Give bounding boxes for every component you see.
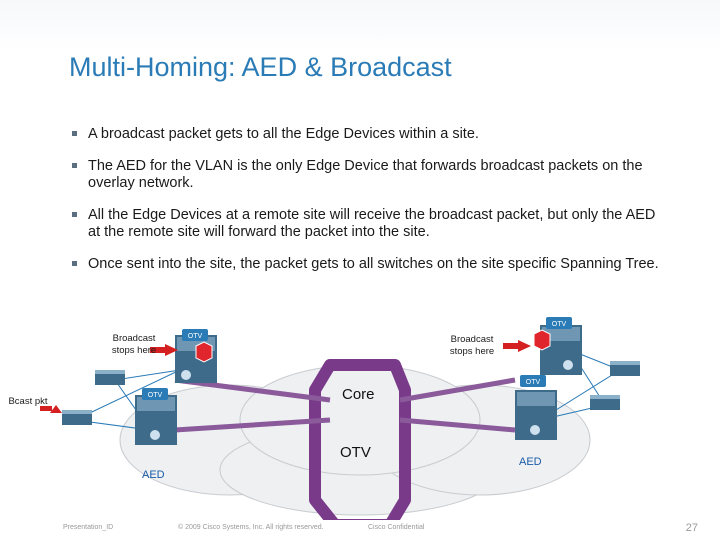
switch-icon — [590, 395, 620, 410]
broadcast-stops-label-right: Broadcast stops here — [449, 334, 495, 357]
bullet-marker-icon — [72, 261, 77, 266]
cloud-icon — [119, 364, 591, 516]
otv-tag-label: OTV — [147, 392, 163, 399]
core-label: Core — [342, 386, 375, 403]
otv-tag-label: OTV — [187, 333, 203, 340]
broadcast-arrow-icon — [40, 405, 62, 413]
bullet-item: The AED for the VLAN is the only Edge De… — [72, 158, 662, 192]
broadcast-arrow-icon — [150, 344, 178, 356]
otv-tag-icon — [182, 329, 208, 341]
otv-tag-icon — [142, 388, 168, 400]
bullet-item: All the Edge Devices at a remote site wi… — [72, 207, 662, 241]
bullet-list: A broadcast packet gets to all the Edge … — [72, 126, 662, 288]
otv-tag-icon — [520, 375, 546, 387]
otv-tag-icon — [546, 317, 572, 329]
bullet-item: A broadcast packet gets to all the Edge … — [72, 126, 662, 143]
otv-overlay-octagon — [309, 359, 411, 520]
edge-device-icon — [540, 325, 582, 375]
aed-label-right: AED — [519, 456, 542, 468]
footer-copyright: © 2009 Cisco Systems, Inc. All rights re… — [178, 524, 324, 531]
otv-overlay-label: OTV — [340, 444, 371, 461]
header-band — [0, 0, 720, 52]
bullet-item: Once sent into the site, the packet gets… — [72, 256, 662, 273]
broadcast-arrow-icon — [503, 340, 531, 352]
overlay-tunnels — [174, 377, 516, 433]
otv-tag-label: OTV — [525, 379, 541, 386]
switch-icon — [610, 361, 640, 376]
bullet-marker-icon — [72, 212, 77, 217]
bullet-text: All the Edge Devices at a remote site wi… — [88, 207, 656, 240]
aed-label-left: AED — [142, 469, 165, 481]
bullet-marker-icon — [72, 131, 77, 136]
footer-presentation-id: Presentation_ID — [63, 524, 114, 531]
otv-tag-label: OTV — [551, 321, 567, 328]
bullet-text: The AED for the VLAN is the only Edge De… — [88, 158, 643, 191]
switch-icon — [62, 410, 92, 425]
bullet-text: A broadcast packet gets to all the Edge … — [88, 126, 479, 142]
stop-sign-icon — [195, 341, 213, 363]
bcast-pkt-label: Bcast pkt — [8, 396, 48, 407]
broadcast-stops-label-left: Broadcast stops here — [111, 333, 157, 356]
stop-sign-icon — [533, 329, 551, 351]
page-number: 27 — [685, 522, 698, 534]
footer-confidential: Cisco Confidential — [368, 524, 425, 531]
slide-title: Multi-Homing: AED & Broadcast — [69, 52, 452, 82]
network-diagram — [40, 317, 640, 520]
edge-device-icon — [135, 395, 177, 445]
edge-device-icon — [515, 390, 557, 440]
switch-icon — [95, 370, 125, 385]
bullet-text: Once sent into the site, the packet gets… — [88, 256, 659, 272]
bullet-marker-icon — [72, 163, 77, 168]
